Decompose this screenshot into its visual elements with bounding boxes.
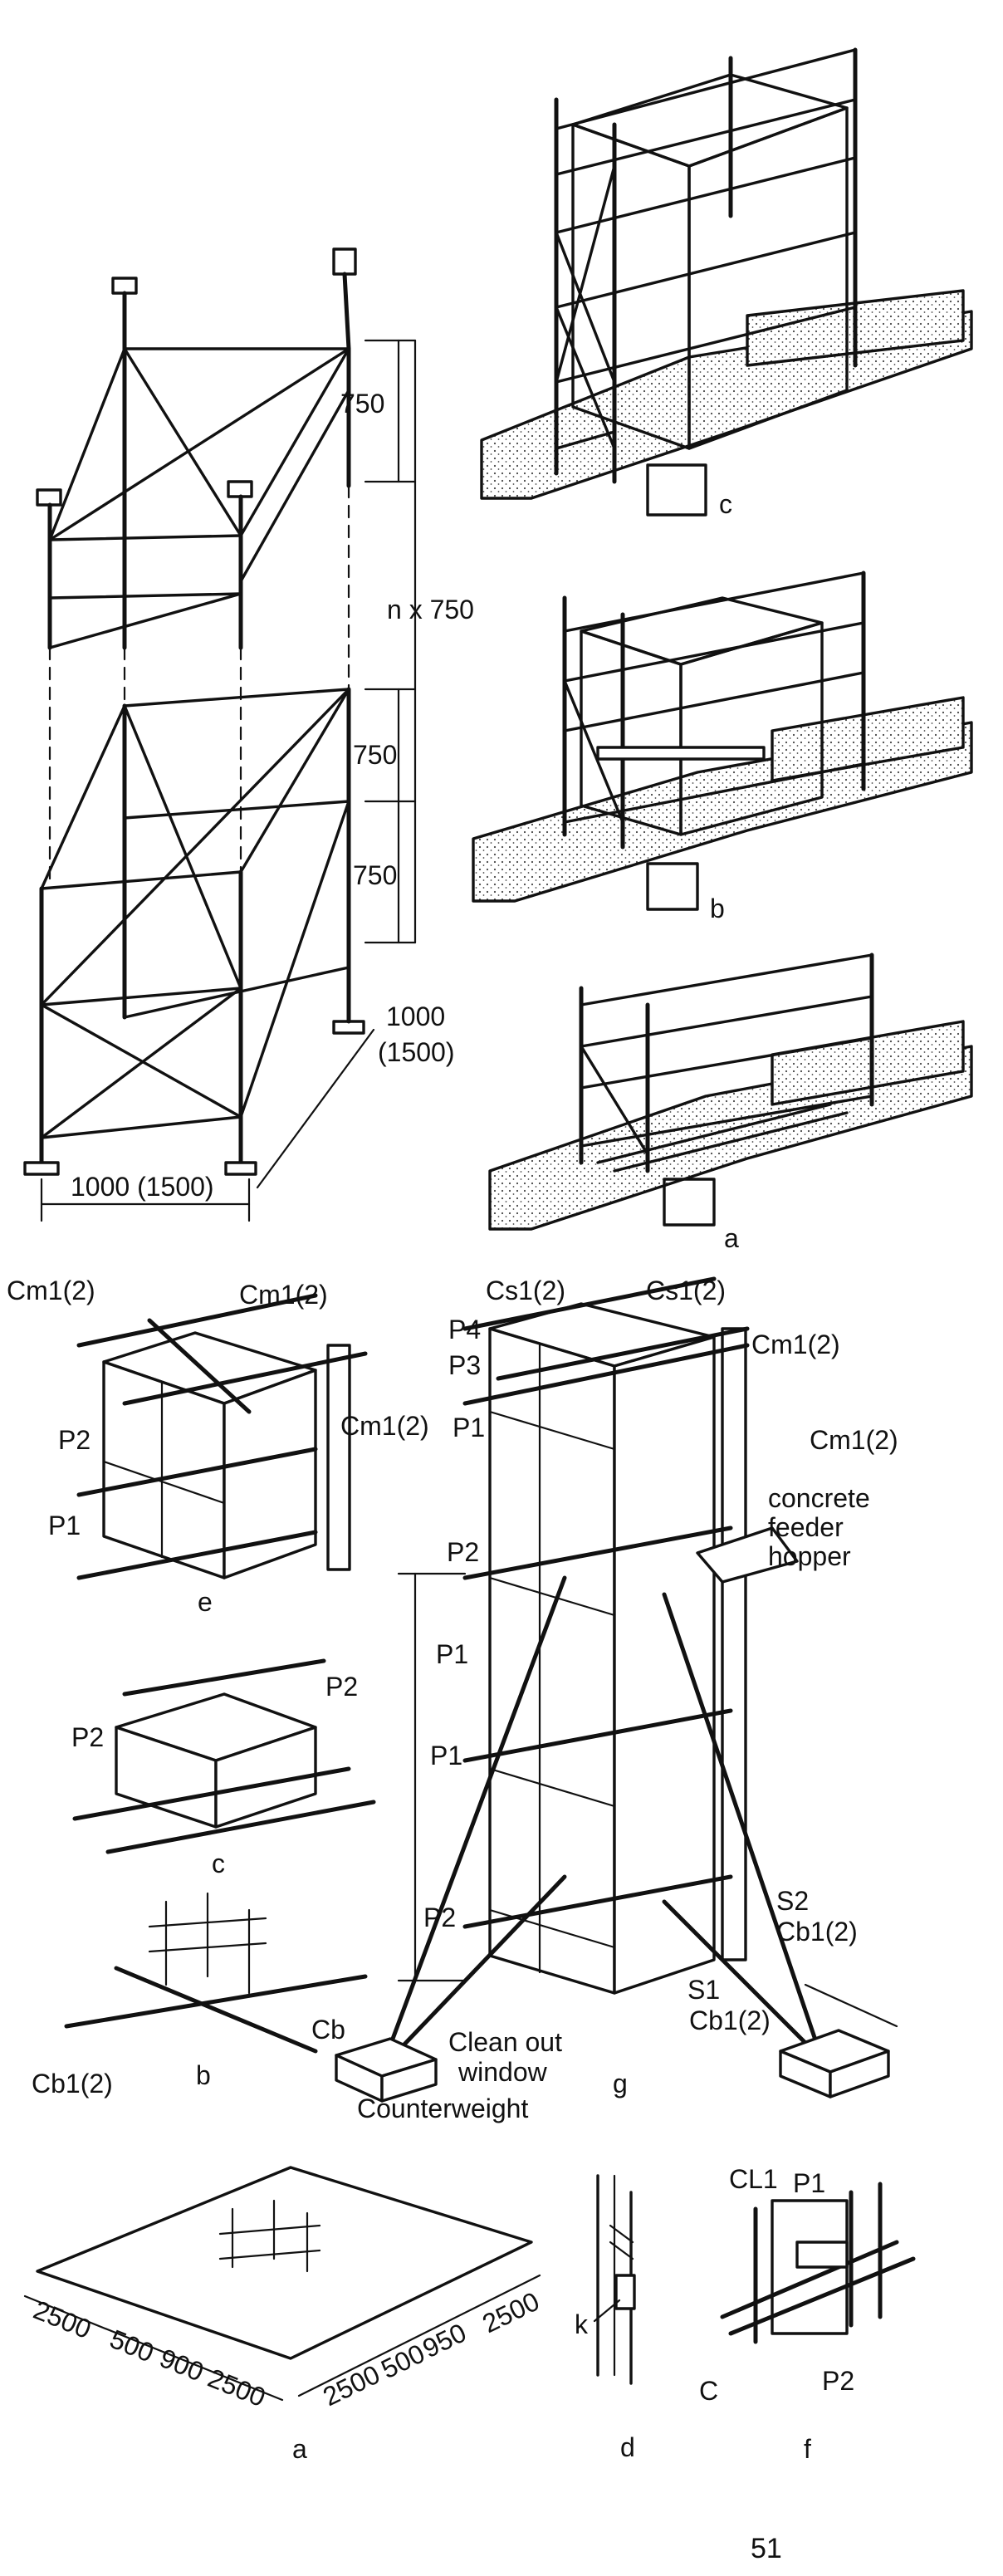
caption-c: c <box>212 1849 225 1878</box>
assembly-d-drawing <box>593 2174 636 2385</box>
g-hopper-1: concrete <box>768 1483 870 1513</box>
a-dim-right-1: 2500 <box>318 2359 384 2412</box>
dim-750-upper: 750 <box>340 389 384 419</box>
upper-module <box>36 247 357 650</box>
g-counterweight: Counterweight <box>357 2094 528 2123</box>
stage-b-drawing <box>472 571 973 911</box>
caption-g: g <box>613 2069 628 2099</box>
f-c: C <box>699 2376 718 2406</box>
g-p1-a: P1 <box>453 1413 485 1442</box>
a-dim-right-3: 950 <box>418 2318 471 2364</box>
lower-module <box>23 687 365 1176</box>
dim-width: 1000 (1500) <box>71 1172 214 1202</box>
caption-f: f <box>804 2434 811 2464</box>
dimension-lines <box>40 339 417 1222</box>
c-p2-right: P2 <box>325 1672 358 1702</box>
dim-depth: 1000 <box>386 1002 445 1031</box>
e-p2: P2 <box>58 1425 91 1455</box>
g-window-2: window <box>457 2057 548 2087</box>
b-cb: Cb <box>311 2015 345 2045</box>
dim-750-mid: 750 <box>353 740 397 770</box>
caption-top-b: b <box>710 894 725 923</box>
caption-a: a <box>292 2434 307 2464</box>
g-p2-a: P2 <box>447 1537 479 1567</box>
caption-e: e <box>198 1587 213 1617</box>
g-window-1: Clean out <box>448 2027 562 2057</box>
scaffold-tower-drawing: 750 n x 750 750 750 1000 (1500) 1000 (15… <box>23 247 474 1222</box>
g-s2: S2 <box>776 1886 809 1916</box>
d-k: k <box>575 2309 589 2339</box>
e-cm1-a: Cm1(2) <box>7 1276 95 1305</box>
f-p2: P2 <box>822 2366 854 2396</box>
assembly-e-drawing <box>76 1293 368 1580</box>
g-p4: P4 <box>448 1315 481 1344</box>
caption-d: d <box>620 2432 635 2462</box>
caption-top-c: c <box>719 489 732 519</box>
g-p3: P3 <box>448 1350 481 1380</box>
e-cm1-b: Cm1(2) <box>239 1280 328 1310</box>
dim-depth-alt: (1500) <box>378 1037 455 1067</box>
dashed-guides <box>48 484 350 882</box>
g-cb1-a: Cb1(2) <box>776 1917 858 1947</box>
g-cm1-b: Cm1(2) <box>810 1425 898 1455</box>
stage-a-drawing <box>488 953 973 1231</box>
g-cs1-b: Cs1(2) <box>646 1276 726 1305</box>
c-p2-left: P2 <box>71 1722 104 1752</box>
f-p1: P1 <box>793 2168 825 2198</box>
a-dim-left-3: 900 <box>155 2343 208 2387</box>
g-p1-b: P1 <box>436 1639 468 1669</box>
g-cm1-a: Cm1(2) <box>751 1330 840 1359</box>
assembly-b-drawing <box>64 1892 368 2054</box>
dim-n-750: n x 750 <box>387 595 474 624</box>
assembly-a-drawing <box>23 2166 541 2402</box>
assembly-g-drawing <box>335 1276 898 2103</box>
g-cb1-b: Cb1(2) <box>689 2005 771 2035</box>
e-p1: P1 <box>48 1511 81 1540</box>
e-cm1-c: Cm1(2) <box>340 1411 429 1441</box>
dim-750-low: 750 <box>353 860 397 890</box>
assembly-f-drawing <box>720 2182 916 2344</box>
a-dim-left-2: 500 <box>105 2324 158 2368</box>
page-number: 51 <box>751 2533 782 2564</box>
a-dim-left-1: 2500 <box>29 2294 95 2344</box>
f-cl1: CL1 <box>729 2164 778 2194</box>
g-p1-c: P1 <box>430 1741 462 1770</box>
caption-b: b <box>196 2060 211 2090</box>
assembly-c-drawing <box>72 1658 376 1854</box>
a-dim-left-4: 2500 <box>203 2363 269 2412</box>
g-cs1-a: Cs1(2) <box>486 1276 565 1305</box>
g-hopper-2: feeder <box>768 1512 844 1542</box>
g-s1: S1 <box>687 1975 720 2005</box>
g-hopper-3: hopper <box>768 1541 851 1571</box>
b-cb1: Cb1(2) <box>32 2069 113 2099</box>
g-p2-b: P2 <box>423 1903 456 1932</box>
caption-top-a: a <box>724 1223 739 1253</box>
stage-c-drawing <box>480 47 973 517</box>
a-dim-right-4: 2500 <box>477 2286 544 2339</box>
